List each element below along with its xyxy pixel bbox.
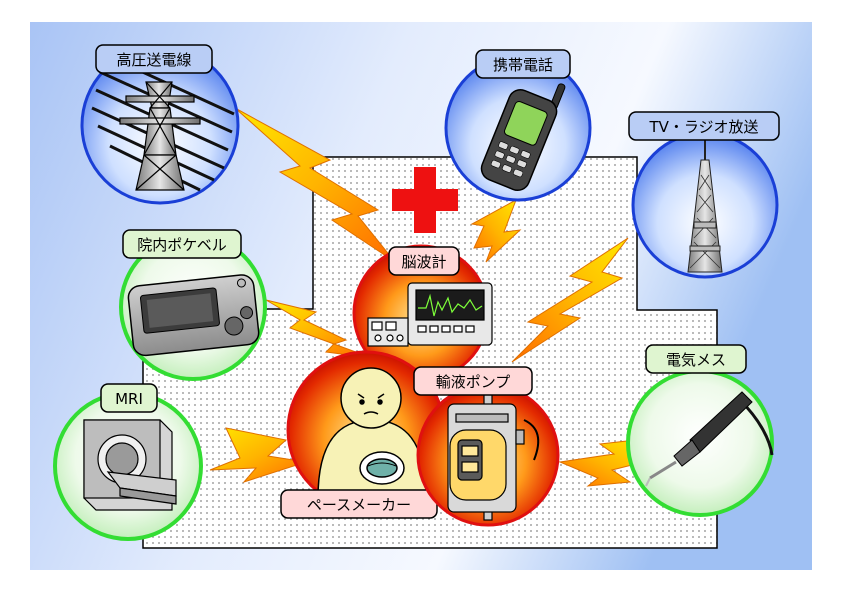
- pager-label-box: 院内ポケベル: [122, 229, 242, 259]
- mobile-phone-icon: [480, 83, 566, 192]
- pager-label: 院内ポケベル: [137, 236, 227, 254]
- bolt-icon: [470, 198, 522, 263]
- infusion-pump-label-box: 輸液ポンプ: [413, 366, 533, 396]
- infusion-pump-label: 輸液ポンプ: [436, 373, 511, 391]
- patient-icon: [317, 367, 427, 499]
- pager-icon: [127, 274, 260, 357]
- tv-radio-label-box: TV・ラジオ放送: [628, 111, 780, 141]
- interference-bolts: [209, 107, 646, 487]
- electrocautery-label: 電気メス: [666, 351, 726, 369]
- red-cross-icon: [392, 167, 458, 233]
- bolt-icon: [209, 427, 307, 484]
- power-lines-group: 高圧送電線: [80, 44, 240, 205]
- mobile-phone-group: 携帯電話: [444, 49, 592, 202]
- pager-group: 院内ポケベル: [119, 229, 267, 381]
- eeg-monitor-icon: [367, 282, 493, 347]
- eeg-label-box: 脳波計: [388, 246, 460, 276]
- electric-scalpel-icon: [645, 391, 774, 487]
- bolt-icon: [511, 237, 629, 363]
- electrocautery-label-box: 電気メス: [645, 344, 747, 374]
- pacemaker-label-box: ペースメーカー: [280, 489, 438, 519]
- mobile-phone-label: 携帯電話: [493, 56, 553, 74]
- transmission-tower-icon: [91, 56, 235, 192]
- infusion-pump-group: 輸液ポンプ: [413, 366, 560, 527]
- mri-group: MRI: [53, 383, 203, 541]
- mri-scanner-icon: [83, 419, 177, 511]
- tv-radio-group: TV・ラジオ放送: [628, 111, 780, 279]
- eeg-group: 脳波計: [352, 244, 493, 382]
- power-lines-label-box: 高圧送電線: [95, 44, 213, 74]
- eeg-label: 脳波計: [401, 253, 446, 271]
- infusion-pump-icon: [447, 379, 540, 521]
- power-lines-label: 高圧送電線: [116, 51, 191, 69]
- mri-label: MRI: [115, 390, 143, 408]
- pacemaker-group: ペースメーカー: [280, 350, 446, 519]
- electrocautery-group: 電気メス: [626, 344, 774, 517]
- pacemaker-label: ペースメーカー: [307, 496, 411, 514]
- mri-label-box: MRI: [100, 383, 158, 413]
- tv-radio-label: TV・ラジオ放送: [648, 118, 758, 136]
- mobile-phone-label-box: 携帯電話: [475, 49, 571, 79]
